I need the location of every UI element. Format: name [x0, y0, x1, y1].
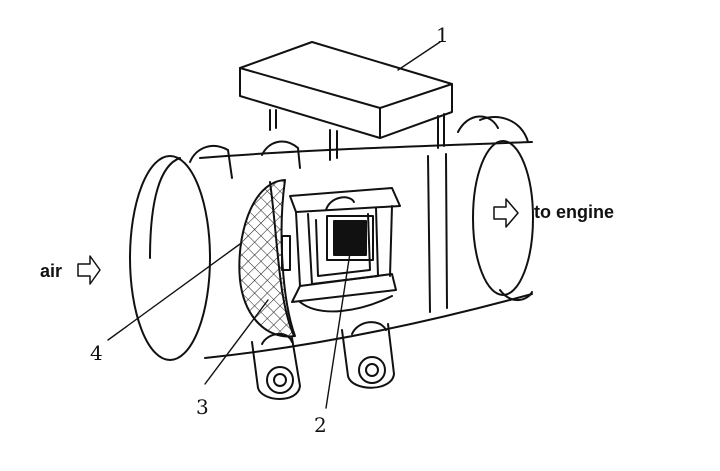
mounting-lug-right — [341, 321, 395, 389]
engine-arrow-icon — [493, 198, 519, 228]
tube-flange-rings — [189, 115, 533, 301]
tube-body — [129, 140, 534, 361]
air-inlet-label: air — [40, 261, 62, 281]
to-engine-label: to engine — [534, 202, 614, 222]
protective-mesh-screen — [238, 179, 296, 338]
callout-4-label: 4 — [90, 341, 103, 365]
callout-3-label: 3 — [196, 395, 209, 419]
callout-2-label: 2 — [314, 413, 327, 437]
air-arrow-icon — [77, 255, 101, 285]
control-circuit-box — [239, 41, 453, 161]
callout-leader-lines — [107, 41, 441, 409]
callout-1-label: 1 — [436, 23, 449, 47]
mounting-lug-left — [251, 333, 301, 400]
